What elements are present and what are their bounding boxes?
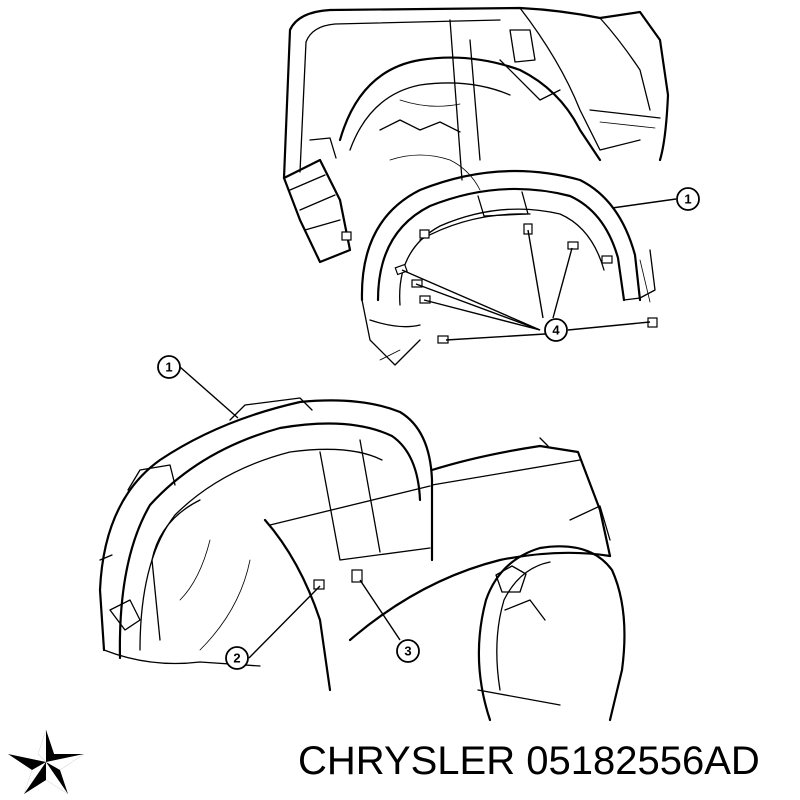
fastener-group-4: [341, 223, 658, 344]
fastener-3: [351, 569, 363, 583]
part-caption: CHRYSLER 05182556AD: [298, 735, 760, 787]
callout-4-label: 4: [552, 323, 560, 338]
callout-1-bottom-label: 1: [165, 360, 172, 375]
top-view-wheelhouse: [282, 6, 677, 366]
pentastar-icon: [8, 730, 84, 794]
callout-2-label: 2: [233, 651, 240, 666]
callout-3: 3: [396, 639, 420, 663]
part-number: 05182556AD: [526, 739, 760, 783]
bottom-view-wheelhouse: [98, 366, 626, 722]
callout-3-label: 3: [404, 644, 411, 659]
callout-1-bottom: 1: [157, 355, 181, 379]
fastener-2: [313, 579, 325, 590]
brand-name: CHRYSLER: [298, 739, 516, 783]
callout-1-top-label: 1: [684, 192, 691, 207]
callout-4: 4: [544, 318, 568, 342]
callout-2: 2: [225, 646, 249, 670]
callout-1-top: 1: [676, 187, 700, 211]
